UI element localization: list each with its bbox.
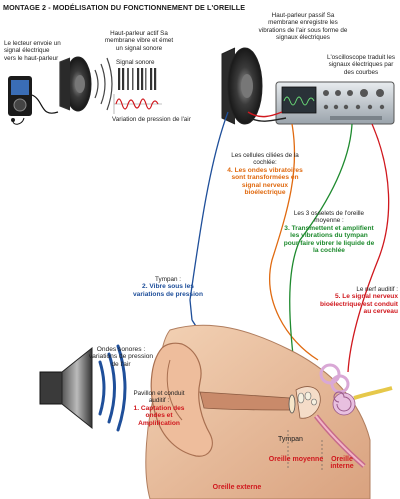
oscilloscope-cables [247, 111, 287, 122]
oscilloscope-caption: L'oscilloscope traduit les signaux élect… [326, 54, 396, 76]
pressure-curve [113, 94, 162, 114]
passive-speaker-icon [221, 47, 263, 125]
tympan-step: 2. Vibre sous les variations de pression [133, 283, 203, 298]
ossicles-intro: Les 3 osselets de l'oreille moyenne : [293, 210, 365, 225]
pavillon-intro: Pavillon et conduit auditif : [133, 390, 185, 405]
ossicles-caption: Les 3 osselets de l'oreille moyenne : 3.… [282, 210, 376, 254]
player-caption: Le lecteur envoie un signal électrique v… [4, 40, 61, 62]
nerve-caption: Le nerf auditif : 5. Le signal nerveux b… [318, 286, 398, 316]
oscilloscope-icon [275, 81, 395, 125]
bottom-speaker-icon [39, 346, 93, 430]
pavillon-step: 1. Captation des ondes et Amplification [133, 404, 185, 427]
active-speaker-icon [59, 56, 92, 112]
sound-wave-arcs [94, 57, 113, 111]
cochlea-intro: Les cellules ciliées de la cochlée: [231, 152, 299, 167]
page-title: MONTAGE 2 - MODÉLISATION DU FONCTIONNEME… [3, 3, 246, 12]
tympan-caption: Tympan : 2. Vibre sous les variations de… [132, 276, 204, 298]
oreille-externe-label: Oreille externe [212, 484, 262, 491]
sound-signal-bars [118, 68, 157, 90]
cochlea-step: 4. Les ondes vibratoires sont transformé… [227, 166, 303, 197]
oreille-interne-label: Oreille interne [330, 456, 354, 471]
sound-waves-caption: Ondes sonores : variations de pression d… [88, 346, 154, 368]
ear-anatomy [145, 324, 393, 499]
pavillon-caption: Pavillon et conduit auditif : 1. Captati… [128, 390, 190, 427]
passive-speaker-caption: Haut-parleur passif Sa membrane enregist… [258, 12, 348, 42]
signal-label: Signal sonore [116, 59, 155, 66]
bottom-sound-waves [98, 344, 127, 432]
cochlea-shape [332, 392, 356, 416]
active-speaker-caption: Haut-parleur actif Sa membrane vibre et … [104, 30, 174, 52]
nerve-intro: Le nerf auditif : [356, 286, 398, 293]
tympan-label: Tympan [278, 436, 303, 443]
cochlea-caption: Les cellules ciliées de la cochlée: 4. L… [225, 152, 305, 196]
oreille-moyenne-label: Oreille moyenne [268, 456, 324, 463]
mp3-player-icon [8, 76, 59, 125]
tympan-intro: Tympan : [155, 276, 181, 283]
pressure-label: Variation de pression de l'air [112, 116, 191, 123]
nerve-step: 5. Le signal nerveux bioélectrique est c… [319, 293, 398, 316]
ossicles-step: 3. Transmettent et amplifient les vibrat… [283, 224, 375, 255]
